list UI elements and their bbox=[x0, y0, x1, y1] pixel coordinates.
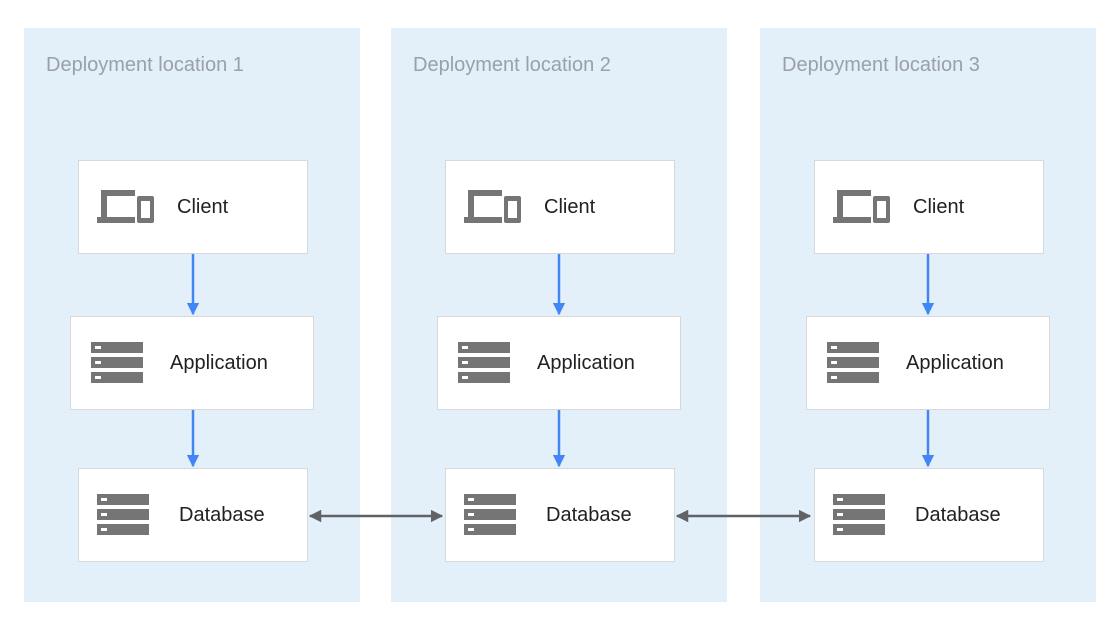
application-label: Application bbox=[537, 351, 635, 374]
application-node: Application bbox=[806, 316, 1050, 410]
database-stack-icon bbox=[97, 493, 149, 537]
database-stack-icon bbox=[833, 493, 885, 537]
location-title: Deployment location 1 bbox=[46, 54, 244, 76]
client-label: Client bbox=[544, 195, 596, 218]
application-node: Application bbox=[70, 316, 314, 410]
database-node: Database bbox=[78, 468, 308, 562]
client-label: Client bbox=[177, 195, 229, 218]
location-title: Deployment location 3 bbox=[782, 54, 980, 76]
application-label: Application bbox=[906, 351, 1004, 374]
database-stack-icon bbox=[464, 493, 516, 537]
database-node: Database bbox=[814, 468, 1044, 562]
client-label: Client bbox=[913, 195, 965, 218]
client-node: Client bbox=[814, 160, 1044, 254]
database-node: Database bbox=[445, 468, 675, 562]
laptop-phone-icon bbox=[831, 187, 891, 227]
location-title: Deployment location 2 bbox=[413, 54, 611, 76]
deployment-location-1: Deployment location 1 Client Application… bbox=[24, 28, 360, 602]
server-stack-icon bbox=[827, 341, 879, 385]
laptop-phone-icon bbox=[95, 187, 155, 227]
laptop-phone-icon bbox=[462, 187, 522, 227]
database-label: Database bbox=[915, 503, 1001, 526]
server-stack-icon bbox=[91, 341, 143, 385]
database-label: Database bbox=[179, 503, 265, 526]
deployment-location-2: Deployment location 2 Client Application… bbox=[391, 28, 727, 602]
deployment-location-3: Deployment location 3 Client Application… bbox=[760, 28, 1096, 602]
server-stack-icon bbox=[458, 341, 510, 385]
database-label: Database bbox=[546, 503, 632, 526]
application-label: Application bbox=[170, 351, 268, 374]
application-node: Application bbox=[437, 316, 681, 410]
client-node: Client bbox=[78, 160, 308, 254]
client-node: Client bbox=[445, 160, 675, 254]
